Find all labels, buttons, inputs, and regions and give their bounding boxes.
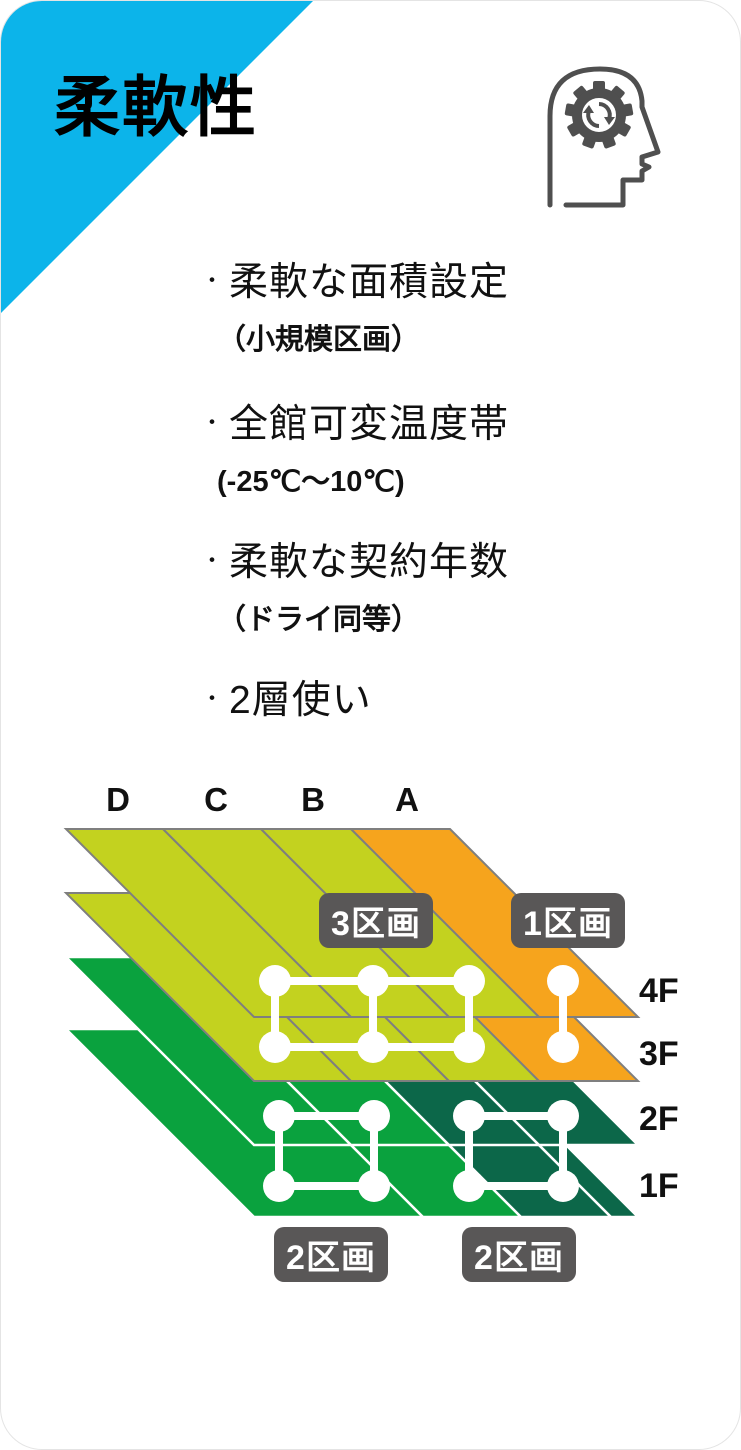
page-title: 柔軟性 — [54, 70, 258, 144]
badge-2-sections-left: 2区画 — [274, 1227, 388, 1282]
bullet-item-temperature: ・ 全館可変温度帯 (-25℃～10℃) — [201, 393, 509, 500]
column-label-c: C — [204, 781, 228, 818]
floor-stack-diagram: D C B A — [1, 781, 740, 1341]
section-connector-lower-left — [263, 1100, 390, 1202]
bullet-label: 2層使い — [229, 679, 372, 722]
floor-label-2f: 2F — [639, 1100, 679, 1138]
bullet-label: 柔軟な面積設定 — [229, 261, 510, 304]
bullet-marker: ・ — [201, 548, 224, 573]
bullet-item-area: ・ 柔軟な面積設定 （小規模区画） — [201, 251, 509, 358]
bullet-item-two-layer: ・ 2層使い — [201, 669, 372, 725]
column-label-a: A — [395, 781, 419, 818]
floor-label-4f: 4F — [639, 972, 679, 1010]
bullet-marker: ・ — [201, 410, 224, 435]
bullet-sub: （小規模区画） — [217, 324, 421, 356]
column-label-d: D — [106, 781, 130, 818]
bullet-label: 全館可変温度帯 — [229, 403, 510, 446]
head-gear-icon — [547, 66, 661, 208]
badge-1-section: 1区画 — [511, 893, 625, 948]
floor-label-1f: 1F — [639, 1167, 679, 1205]
section-connector-upper — [259, 965, 485, 1063]
head-outline — [547, 66, 661, 208]
badge-2-sections-right: 2区画 — [462, 1227, 576, 1282]
bullet-sub: （ドライ同等） — [217, 604, 421, 636]
bullet-label: 柔軟な契約年数 — [229, 541, 510, 584]
bullet-item-contract: ・ 柔軟な契約年数 （ドライ同等） — [201, 531, 509, 638]
bullet-marker: ・ — [201, 268, 224, 293]
bullet-sub: (-25℃～10℃) — [217, 466, 405, 498]
section-connector-lower-right — [453, 1100, 579, 1202]
column-label-b: B — [301, 781, 325, 818]
badge-3-sections: 3区画 — [319, 893, 433, 948]
gear-icon — [564, 81, 634, 149]
section-connector-orange — [547, 965, 579, 1063]
floor-label-3f: 3F — [639, 1035, 679, 1073]
refresh-arrows-icon — [583, 102, 615, 128]
bullet-marker: ・ — [201, 686, 224, 711]
